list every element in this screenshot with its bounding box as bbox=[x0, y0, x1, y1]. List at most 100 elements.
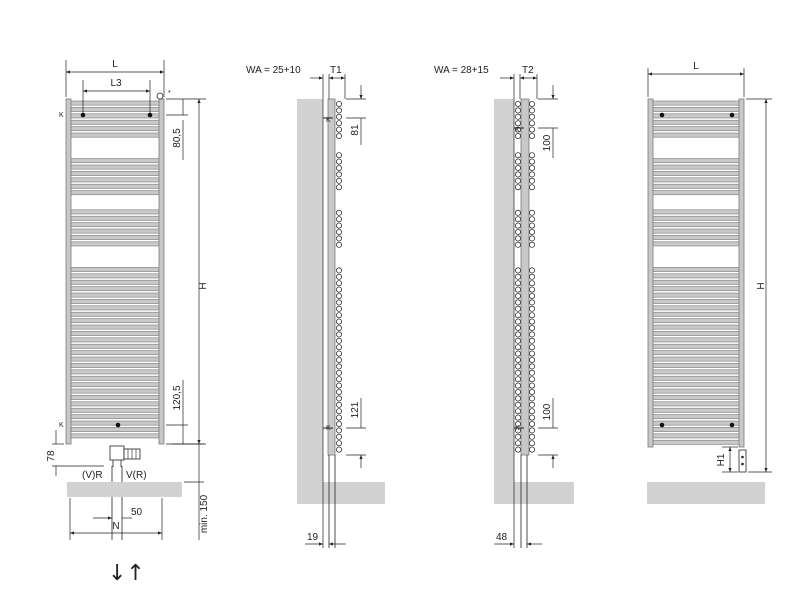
tube-section bbox=[335, 177, 342, 184]
tube-section bbox=[335, 120, 342, 127]
tube-section bbox=[515, 120, 522, 127]
radiator-bar bbox=[649, 305, 743, 311]
radiator-bar bbox=[67, 414, 163, 420]
dimension-WA: WA = 25+10 bbox=[246, 65, 301, 76]
radiator-bar bbox=[649, 164, 743, 170]
radiator-bar bbox=[67, 337, 163, 343]
right-left-rail bbox=[647, 98, 654, 448]
radiator-bar bbox=[649, 241, 743, 247]
radiator-bar bbox=[649, 343, 743, 349]
label-supply-return-right: V(R) bbox=[126, 470, 147, 481]
dimension-T2: T2 bbox=[522, 65, 534, 76]
k-marker-top: K bbox=[59, 112, 64, 119]
tube-section bbox=[515, 101, 522, 108]
dimension-100-top: 100 bbox=[542, 134, 553, 151]
side-rail bbox=[520, 98, 530, 456]
radiator-bar bbox=[67, 279, 163, 285]
radiator-bar bbox=[649, 119, 743, 125]
tube-section bbox=[335, 395, 342, 402]
tube-section bbox=[515, 158, 522, 165]
radiator-bar bbox=[649, 433, 743, 439]
tube-section bbox=[335, 126, 342, 133]
tube-section bbox=[335, 241, 342, 248]
tube-section bbox=[515, 344, 522, 351]
radiator-bar bbox=[67, 273, 163, 279]
tube-section bbox=[515, 305, 522, 312]
radiator-bar bbox=[67, 158, 163, 164]
tube-section bbox=[515, 363, 522, 370]
tube-section bbox=[515, 235, 522, 242]
right-view: L H H1 bbox=[647, 61, 772, 504]
right-view-bars bbox=[649, 100, 743, 445]
dimension-121: 121 bbox=[350, 401, 361, 418]
mount-point bbox=[729, 112, 735, 118]
tube-section bbox=[515, 324, 522, 331]
tube-section bbox=[335, 440, 342, 447]
wall bbox=[494, 99, 514, 482]
tube-section bbox=[529, 388, 536, 395]
radiator-bar bbox=[649, 222, 743, 228]
radiator-bar bbox=[649, 407, 743, 413]
dimension-80-5: 80,5 bbox=[172, 128, 183, 148]
tube-section bbox=[515, 350, 522, 357]
tube-section bbox=[515, 420, 522, 427]
tube-section bbox=[515, 228, 522, 235]
tube-section bbox=[529, 312, 536, 319]
tube-section bbox=[515, 209, 522, 216]
tube-section bbox=[515, 164, 522, 171]
tube-section bbox=[529, 344, 536, 351]
tube-section bbox=[515, 414, 522, 421]
tube-section bbox=[529, 120, 536, 127]
tube-section bbox=[529, 209, 536, 216]
tube-section bbox=[515, 408, 522, 415]
heating-element-icon bbox=[738, 449, 747, 473]
radiator-bar bbox=[649, 395, 743, 400]
tube-section bbox=[335, 318, 342, 325]
tube-section bbox=[529, 363, 536, 370]
tube-section bbox=[529, 376, 536, 383]
tube-section bbox=[529, 331, 536, 338]
tube-section bbox=[529, 337, 536, 344]
radiator-bar bbox=[67, 401, 163, 407]
radiator-bar bbox=[67, 427, 163, 432]
tube-section bbox=[335, 209, 342, 216]
dimension-78: 78 bbox=[46, 450, 57, 462]
tube-section bbox=[335, 376, 342, 383]
dimension-H: H bbox=[198, 282, 209, 289]
tube-section bbox=[515, 318, 522, 325]
radiator-bar bbox=[649, 299, 743, 304]
tube-section bbox=[529, 299, 536, 306]
dimension-L3: L3 bbox=[110, 78, 122, 89]
radiator-bar bbox=[649, 382, 743, 388]
radiator-bar bbox=[649, 107, 743, 112]
tube-section bbox=[515, 299, 522, 306]
radiator-bar bbox=[67, 388, 163, 394]
tube-section bbox=[335, 164, 342, 171]
k-marker-top: K bbox=[515, 127, 520, 134]
tube-section bbox=[529, 446, 536, 453]
front-view: L L3 * K K H 80,5 120,5 bbox=[46, 59, 210, 586]
dimension-H: H bbox=[756, 282, 767, 289]
radiator-bar bbox=[649, 375, 743, 381]
radiator-bar bbox=[67, 292, 163, 298]
tube-section bbox=[529, 401, 536, 408]
radiator-bar bbox=[649, 292, 743, 298]
tube-section bbox=[515, 331, 522, 338]
wall bbox=[297, 99, 323, 482]
tube-section bbox=[529, 152, 536, 159]
tube-section bbox=[335, 267, 342, 274]
tube-section bbox=[529, 350, 536, 357]
floor bbox=[297, 482, 385, 504]
tube-section bbox=[515, 382, 522, 389]
dimension-120-5: 120,5 bbox=[172, 385, 183, 410]
radiator-bar bbox=[649, 126, 743, 132]
radiator-bar bbox=[649, 190, 743, 196]
mount-point bbox=[147, 112, 153, 118]
tube-section bbox=[515, 152, 522, 159]
tube-section bbox=[335, 350, 342, 357]
tube-section bbox=[335, 427, 342, 434]
tube-section bbox=[529, 420, 536, 427]
tube-section bbox=[335, 337, 342, 344]
radiator-bar bbox=[649, 273, 743, 279]
tube-section bbox=[335, 356, 342, 363]
